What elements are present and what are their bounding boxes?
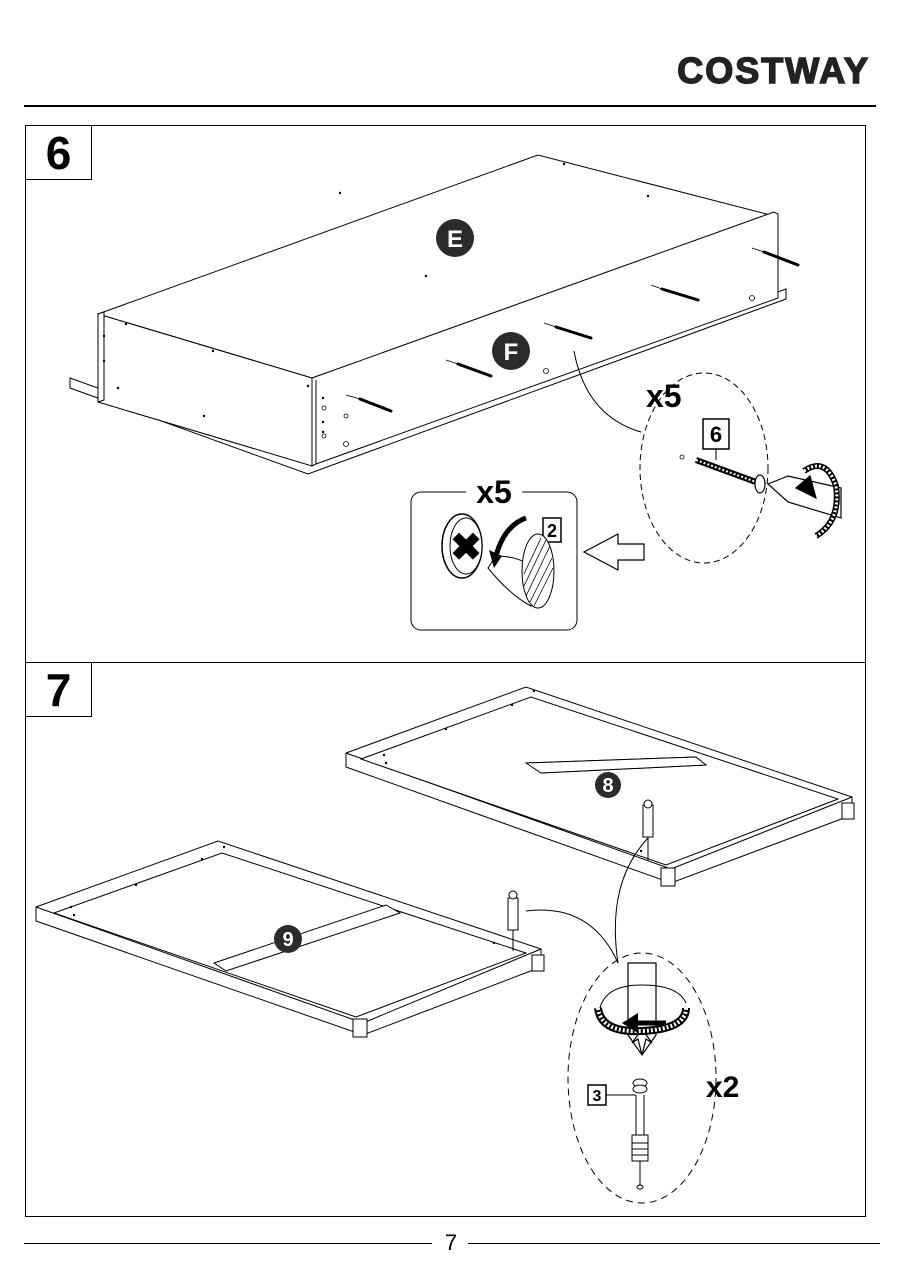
svg-text:✖: ✖ xyxy=(450,527,482,569)
screw-icon xyxy=(680,455,765,493)
footer-divider-right xyxy=(468,1243,880,1244)
part-label-9: 9 xyxy=(282,929,293,951)
screw-part-no: 6 xyxy=(710,422,722,447)
step-7-illustration: 8 9 xyxy=(26,663,866,1217)
step-number: 6 xyxy=(26,126,92,180)
dowel-part-no: 3 xyxy=(593,1088,602,1105)
step-7-panel: 8 9 xyxy=(25,662,866,1217)
screwdriver-icon xyxy=(628,963,656,1055)
screw-qty: x5 xyxy=(646,378,682,414)
header-divider xyxy=(24,105,876,107)
part-label-8: 8 xyxy=(602,775,613,797)
step-6-panel: E F x5 6 x5 2 xyxy=(25,125,866,663)
dowel-qty: x2 xyxy=(706,1071,739,1104)
step-6-illustration: E F x5 6 x5 2 xyxy=(26,126,866,663)
part-label-e: E xyxy=(447,226,463,253)
page-number: 7 xyxy=(436,1229,466,1257)
brand-logo: COSTWAY xyxy=(640,50,870,92)
cap-qty: x5 xyxy=(476,474,512,510)
cover-cap-icon: ✖ xyxy=(442,514,482,578)
step-number: 7 xyxy=(26,663,92,717)
screwdriver-icon xyxy=(768,466,841,536)
hollow-arrow-icon xyxy=(584,534,644,570)
cap-part-no: 2 xyxy=(547,521,557,541)
footer-divider-left xyxy=(24,1243,432,1244)
part-label-f: F xyxy=(504,339,519,366)
